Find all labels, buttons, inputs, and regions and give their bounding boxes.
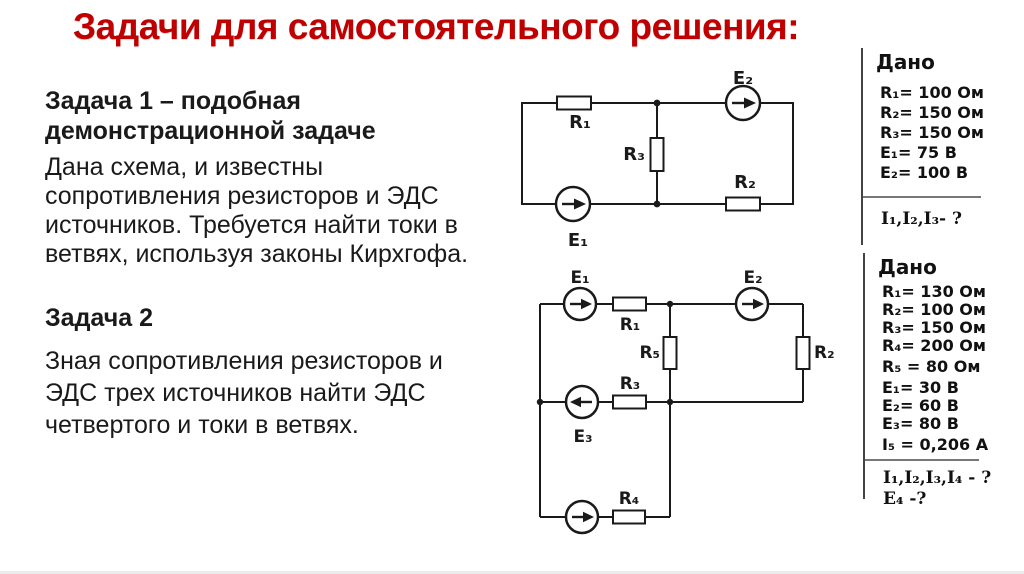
given-item: R₃= 150 Ом [880, 123, 984, 142]
given-item: E₁= 75 В [880, 143, 957, 162]
given-item: R₂= 100 Ом [882, 300, 986, 319]
node-dot [536, 398, 544, 406]
given-panel-task2: Дано R₁= 130 Ом R₂= 100 Ом R₃= 150 Ом R₄… [863, 253, 1021, 509]
given-item: E₂= 100 В [880, 163, 969, 182]
node-dot [666, 300, 674, 308]
label-e1: E₁ [570, 268, 589, 288]
given1-heading: Дано [876, 50, 935, 74]
task2-heading: Задача 2 [45, 304, 153, 332]
label-r1: R₁ [569, 112, 591, 133]
task1-heading: Задача 1 – подобная демонстрационной зад… [45, 86, 515, 146]
label-r3: R₃ [623, 144, 645, 165]
source-e2 [724, 84, 762, 122]
find-line: I₁,I₂,I₃,I₄ - ? [883, 468, 992, 488]
given2-find: I₁,I₂,I₃,I₄ - ? E₄ -? [878, 468, 1021, 510]
given1-find: I₁,I₂,I₃- ? [876, 209, 1021, 230]
source-e2 [734, 286, 770, 322]
task1-body: Дана схема, и известны сопротивления рез… [45, 153, 515, 269]
given2-divider [865, 459, 979, 461]
given-item: R₁= 100 Ом [880, 83, 984, 102]
label-r1: R₁ [620, 315, 641, 335]
label-r2: R₂ [814, 343, 835, 363]
task1-body-line: сопротивления резисторов и ЭДС [45, 182, 439, 210]
label-e2: E₂ [743, 268, 762, 288]
task1-body-line: ветвях, используя законы Кирхгофа. [45, 240, 469, 268]
given-item: E₂= 60 В [882, 396, 959, 415]
circuit2-diagram: E₁ E₂ R₁ R₅ R₂ R₃ E₃ R₄ [536, 268, 835, 535]
given-item: R₅ = 80 Ом [882, 357, 981, 376]
task1-heading-line: Задача 1 – подобная [45, 87, 301, 115]
resistor-r5 [662, 336, 678, 370]
task2-body-line: четвертого и токи в ветвях. [45, 411, 359, 439]
node-dot [653, 200, 661, 208]
given1-divider [863, 196, 981, 198]
label-r3: R₃ [620, 374, 641, 394]
task1-body-line: источников. Требуется найти токи в [45, 211, 458, 239]
given-panel-task1: Дано R₁= 100 Ом R₂= 150 Ом R₃= 150 Ом E₁… [861, 48, 1021, 245]
resistor-r3 [612, 394, 647, 410]
label-e3: E₃ [573, 427, 592, 447]
source-e4 [564, 499, 600, 535]
label-r2: R₂ [734, 172, 756, 193]
source-e3 [564, 384, 600, 420]
task2-body-line: Зная сопротивления резисторов и [45, 347, 443, 375]
resistor-r2 [795, 336, 811, 370]
resistor-r2 [725, 196, 761, 212]
task2-body-line: ЭДС трех источников найти ЭДС [45, 379, 426, 407]
label-e1: E₁ [568, 230, 588, 251]
task1-body-line: Дана схема, и известны [45, 153, 324, 181]
given-item: R₁= 130 Ом [882, 282, 986, 301]
resistor-r1 [556, 95, 592, 111]
given1-items: R₁= 100 Ом R₂= 150 Ом R₃= 150 Ом E₁= 75 … [876, 83, 1021, 183]
slide-title: Задачи для самостоятельного решения: [73, 6, 800, 47]
label-r4: R₄ [619, 489, 640, 509]
given2-heading: Дано [878, 255, 937, 279]
node-dot [653, 99, 661, 107]
circuit1-diagram: R₁ E₂ R₃ R₂ E₁ [521, 68, 794, 251]
resistor-r3 [649, 137, 665, 172]
given-item: R₄= 200 Ом [882, 336, 986, 355]
given-item: I₅ = 0,206 А [882, 435, 989, 454]
label-r5: R₅ [639, 343, 660, 363]
find-line: E₄ -? [883, 489, 927, 509]
given2-items: R₁= 130 Ом R₂= 100 Ом R₃= 150 Ом R₄= 200… [878, 283, 1021, 454]
source-e1 [562, 286, 598, 322]
source-e1 [554, 185, 592, 223]
given-item: E₃= 80 В [882, 414, 959, 433]
given-item: R₃= 150 Ом [882, 318, 986, 337]
resistor-r4 [612, 509, 646, 525]
task1-heading-line: демонстрационной задаче [45, 117, 376, 145]
task2-body: Зная сопротивления резисторов и ЭДС трех… [45, 345, 515, 441]
node-dot [666, 398, 674, 406]
given-item: R₂= 150 Ом [880, 103, 984, 122]
given-item: E₁= 30 В [882, 378, 959, 397]
slide-bottom-edge [0, 571, 1024, 574]
resistor-r1 [612, 296, 647, 312]
label-e2: E₂ [733, 68, 753, 89]
find-line: I₁,I₂,I₃- ? [881, 209, 962, 229]
